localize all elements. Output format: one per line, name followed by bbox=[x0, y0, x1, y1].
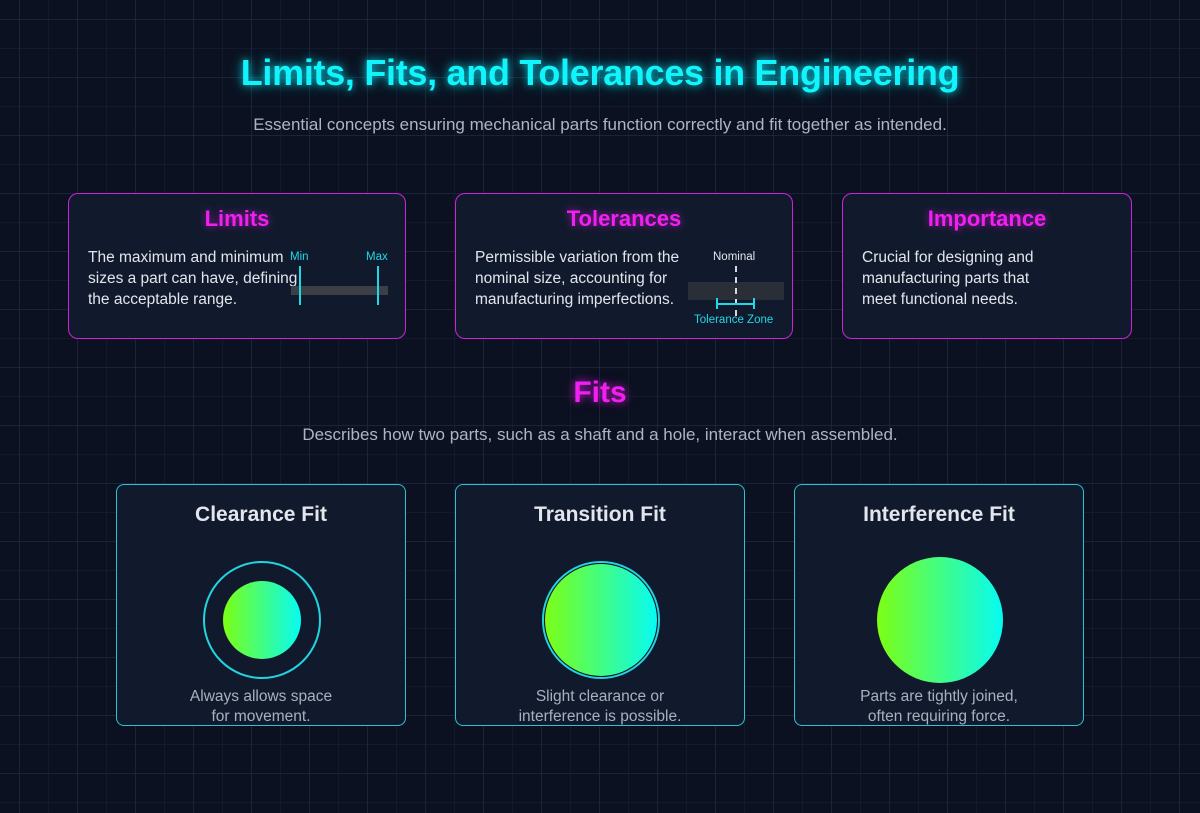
limits-card: Limits The maximum and minimum sizes a p… bbox=[68, 193, 406, 339]
fits-section-subtitle: Describes how two parts, such as a shaft… bbox=[302, 425, 898, 444]
transition-fit-desc-line1: Slight clearance or bbox=[535, 688, 665, 705]
interference-fit-desc-line2: often requiring force. bbox=[867, 708, 1011, 725]
shaft-circle-icon bbox=[545, 564, 657, 676]
shaft-circle-icon bbox=[877, 557, 1003, 683]
clearance-fit-desc-line2: for movement. bbox=[211, 708, 311, 725]
tolerance-zone-left-tick bbox=[716, 298, 718, 309]
fits-section-title: Fits bbox=[573, 376, 627, 409]
transition-fit-description: Slight clearance or interference is poss… bbox=[456, 687, 744, 727]
shaft-circle-icon bbox=[223, 581, 301, 659]
transition-fit-desc-line2: interference is possible. bbox=[518, 708, 682, 725]
interference-fit-title: Interference Fit bbox=[863, 503, 1015, 526]
tolerance-zone-bar bbox=[716, 303, 754, 305]
max-limit-line bbox=[377, 266, 379, 305]
clearance-fit-description: Always allows space for movement. bbox=[117, 687, 405, 727]
nominal-label: Nominal bbox=[713, 251, 756, 263]
tolerance-zone-right-tick bbox=[753, 298, 755, 309]
page-subtitle: Essential concepts ensuring mechanical p… bbox=[253, 115, 947, 134]
tolerance-zone-label: Tolerance Zone bbox=[694, 314, 774, 326]
page-title: Limits, Fits, and Tolerances in Engineer… bbox=[240, 52, 960, 93]
importance-card-title: Importance bbox=[927, 206, 1047, 231]
importance-card-text: Crucial for designing and manufacturing … bbox=[862, 249, 1034, 308]
transition-fit-card: Transition Fit Slight clearance or inter… bbox=[455, 484, 745, 726]
hole-circle-icon bbox=[203, 561, 321, 679]
interference-fit-card: Interference Fit Parts are tightly joine… bbox=[794, 484, 1084, 726]
transition-fit-title: Transition Fit bbox=[534, 503, 666, 526]
clearance-fit-title: Clearance Fit bbox=[195, 503, 327, 526]
min-limit-line bbox=[299, 266, 301, 305]
limits-card-title: Limits bbox=[204, 206, 270, 231]
max-label: Max bbox=[366, 251, 388, 263]
importance-card: Importance Crucial for designing and man… bbox=[842, 193, 1132, 339]
limits-card-text: The maximum and minimum sizes a part can… bbox=[88, 249, 298, 308]
clearance-fit-desc-line1: Always allows space bbox=[189, 688, 333, 705]
tolerances-card-title: Tolerances bbox=[566, 206, 682, 231]
nominal-line bbox=[735, 266, 737, 316]
tolerances-card-text: Permissible variation from the nominal s… bbox=[475, 249, 680, 308]
clearance-fit-card: Clearance Fit Always allows space for mo… bbox=[116, 484, 406, 726]
tolerances-card: Tolerances Permissible variation from th… bbox=[455, 193, 793, 339]
limits-range-bar bbox=[291, 286, 388, 295]
interference-fit-description: Parts are tightly joined, often requirin… bbox=[795, 687, 1083, 727]
hole-circle-icon bbox=[542, 561, 660, 679]
min-label: Min bbox=[290, 251, 309, 263]
interference-fit-desc-line1: Parts are tightly joined, bbox=[860, 688, 1018, 705]
